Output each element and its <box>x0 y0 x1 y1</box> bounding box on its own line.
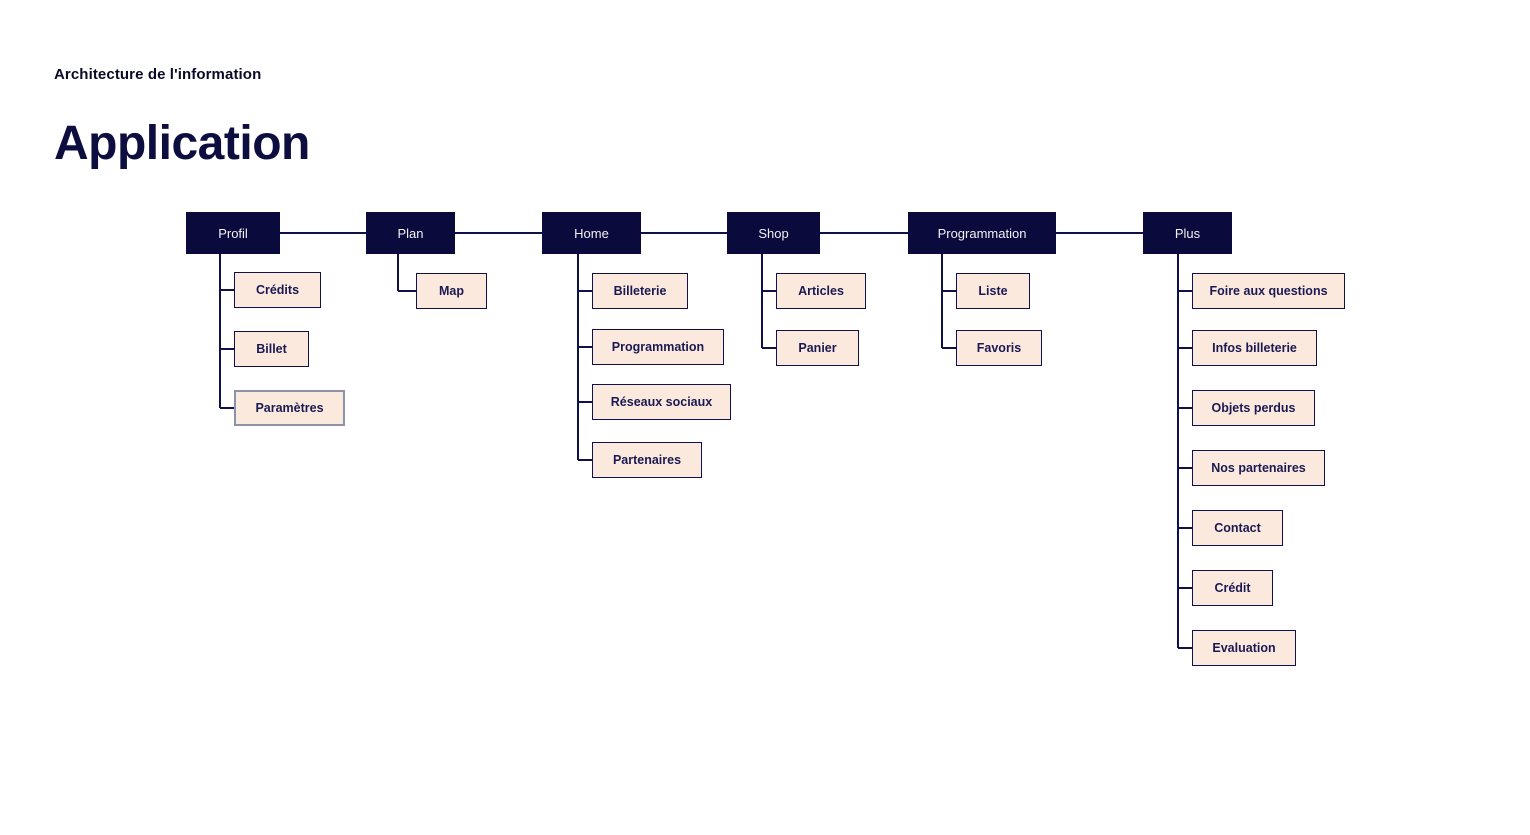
stub-line-infos-billeterie <box>1178 347 1192 349</box>
trunk-line-home <box>577 254 579 460</box>
child-node-articles[interactable]: Articles <box>776 273 866 309</box>
root-node-programmation[interactable]: Programmation <box>908 212 1056 254</box>
root-node-shop[interactable]: Shop <box>727 212 820 254</box>
root-node-plan[interactable]: Plan <box>366 212 455 254</box>
stub-line-billet <box>220 348 234 350</box>
root-node-plus[interactable]: Plus <box>1143 212 1232 254</box>
child-node-billeterie[interactable]: Billeterie <box>592 273 688 309</box>
child-node-parametres[interactable]: Paramètres <box>234 390 345 426</box>
trunk-line-programmation <box>941 254 943 348</box>
stub-line-panier <box>762 347 776 349</box>
stub-line-programmation <box>578 346 592 348</box>
stub-line-parametres <box>220 407 234 409</box>
stub-line-billeterie <box>578 290 592 292</box>
connector-programmation-to-plus <box>1056 232 1143 234</box>
child-node-billet[interactable]: Billet <box>234 331 309 367</box>
stub-line-nos-partenaires <box>1178 467 1192 469</box>
stub-line-evaluation <box>1178 647 1192 649</box>
child-node-partenaires[interactable]: Partenaires <box>592 442 702 478</box>
child-node-foire-aux-questions[interactable]: Foire aux questions <box>1192 273 1345 309</box>
connector-profil-to-plan <box>280 232 366 234</box>
stub-line-credits <box>220 289 234 291</box>
child-node-infos-billeterie[interactable]: Infos billeterie <box>1192 330 1317 366</box>
child-node-panier[interactable]: Panier <box>776 330 859 366</box>
child-node-programmation[interactable]: Programmation <box>592 329 724 365</box>
child-node-nos-partenaires[interactable]: Nos partenaires <box>1192 450 1325 486</box>
child-node-objets-perdus[interactable]: Objets perdus <box>1192 390 1315 426</box>
connector-home-to-shop <box>641 232 727 234</box>
stub-line-contact <box>1178 527 1192 529</box>
child-node-credits[interactable]: Crédits <box>234 272 321 308</box>
trunk-line-profil <box>219 254 221 408</box>
stub-line-credit <box>1178 587 1192 589</box>
stub-line-articles <box>762 290 776 292</box>
connector-shop-to-programmation <box>820 232 908 234</box>
stub-line-objets-perdus <box>1178 407 1192 409</box>
stub-line-map <box>398 290 416 292</box>
child-node-evaluation[interactable]: Evaluation <box>1192 630 1296 666</box>
child-node-reseaux-sociaux[interactable]: Réseaux sociaux <box>592 384 731 420</box>
root-node-profil[interactable]: Profil <box>186 212 280 254</box>
stub-line-foire-aux-questions <box>1178 290 1192 292</box>
stub-line-reseaux-sociaux <box>578 401 592 403</box>
child-node-liste[interactable]: Liste <box>956 273 1030 309</box>
stub-line-liste <box>942 290 956 292</box>
trunk-line-plus <box>1177 254 1179 648</box>
child-node-contact[interactable]: Contact <box>1192 510 1283 546</box>
page-title: Application <box>54 117 310 170</box>
stub-line-partenaires <box>578 459 592 461</box>
kicker-label: Architecture de l'information <box>54 66 262 83</box>
child-node-map[interactable]: Map <box>416 273 487 309</box>
trunk-line-shop <box>761 254 763 348</box>
child-node-favoris[interactable]: Favoris <box>956 330 1042 366</box>
child-node-credit[interactable]: Crédit <box>1192 570 1273 606</box>
connector-plan-to-home <box>455 232 542 234</box>
root-node-home[interactable]: Home <box>542 212 641 254</box>
stub-line-favoris <box>942 347 956 349</box>
trunk-line-plan <box>397 254 399 291</box>
